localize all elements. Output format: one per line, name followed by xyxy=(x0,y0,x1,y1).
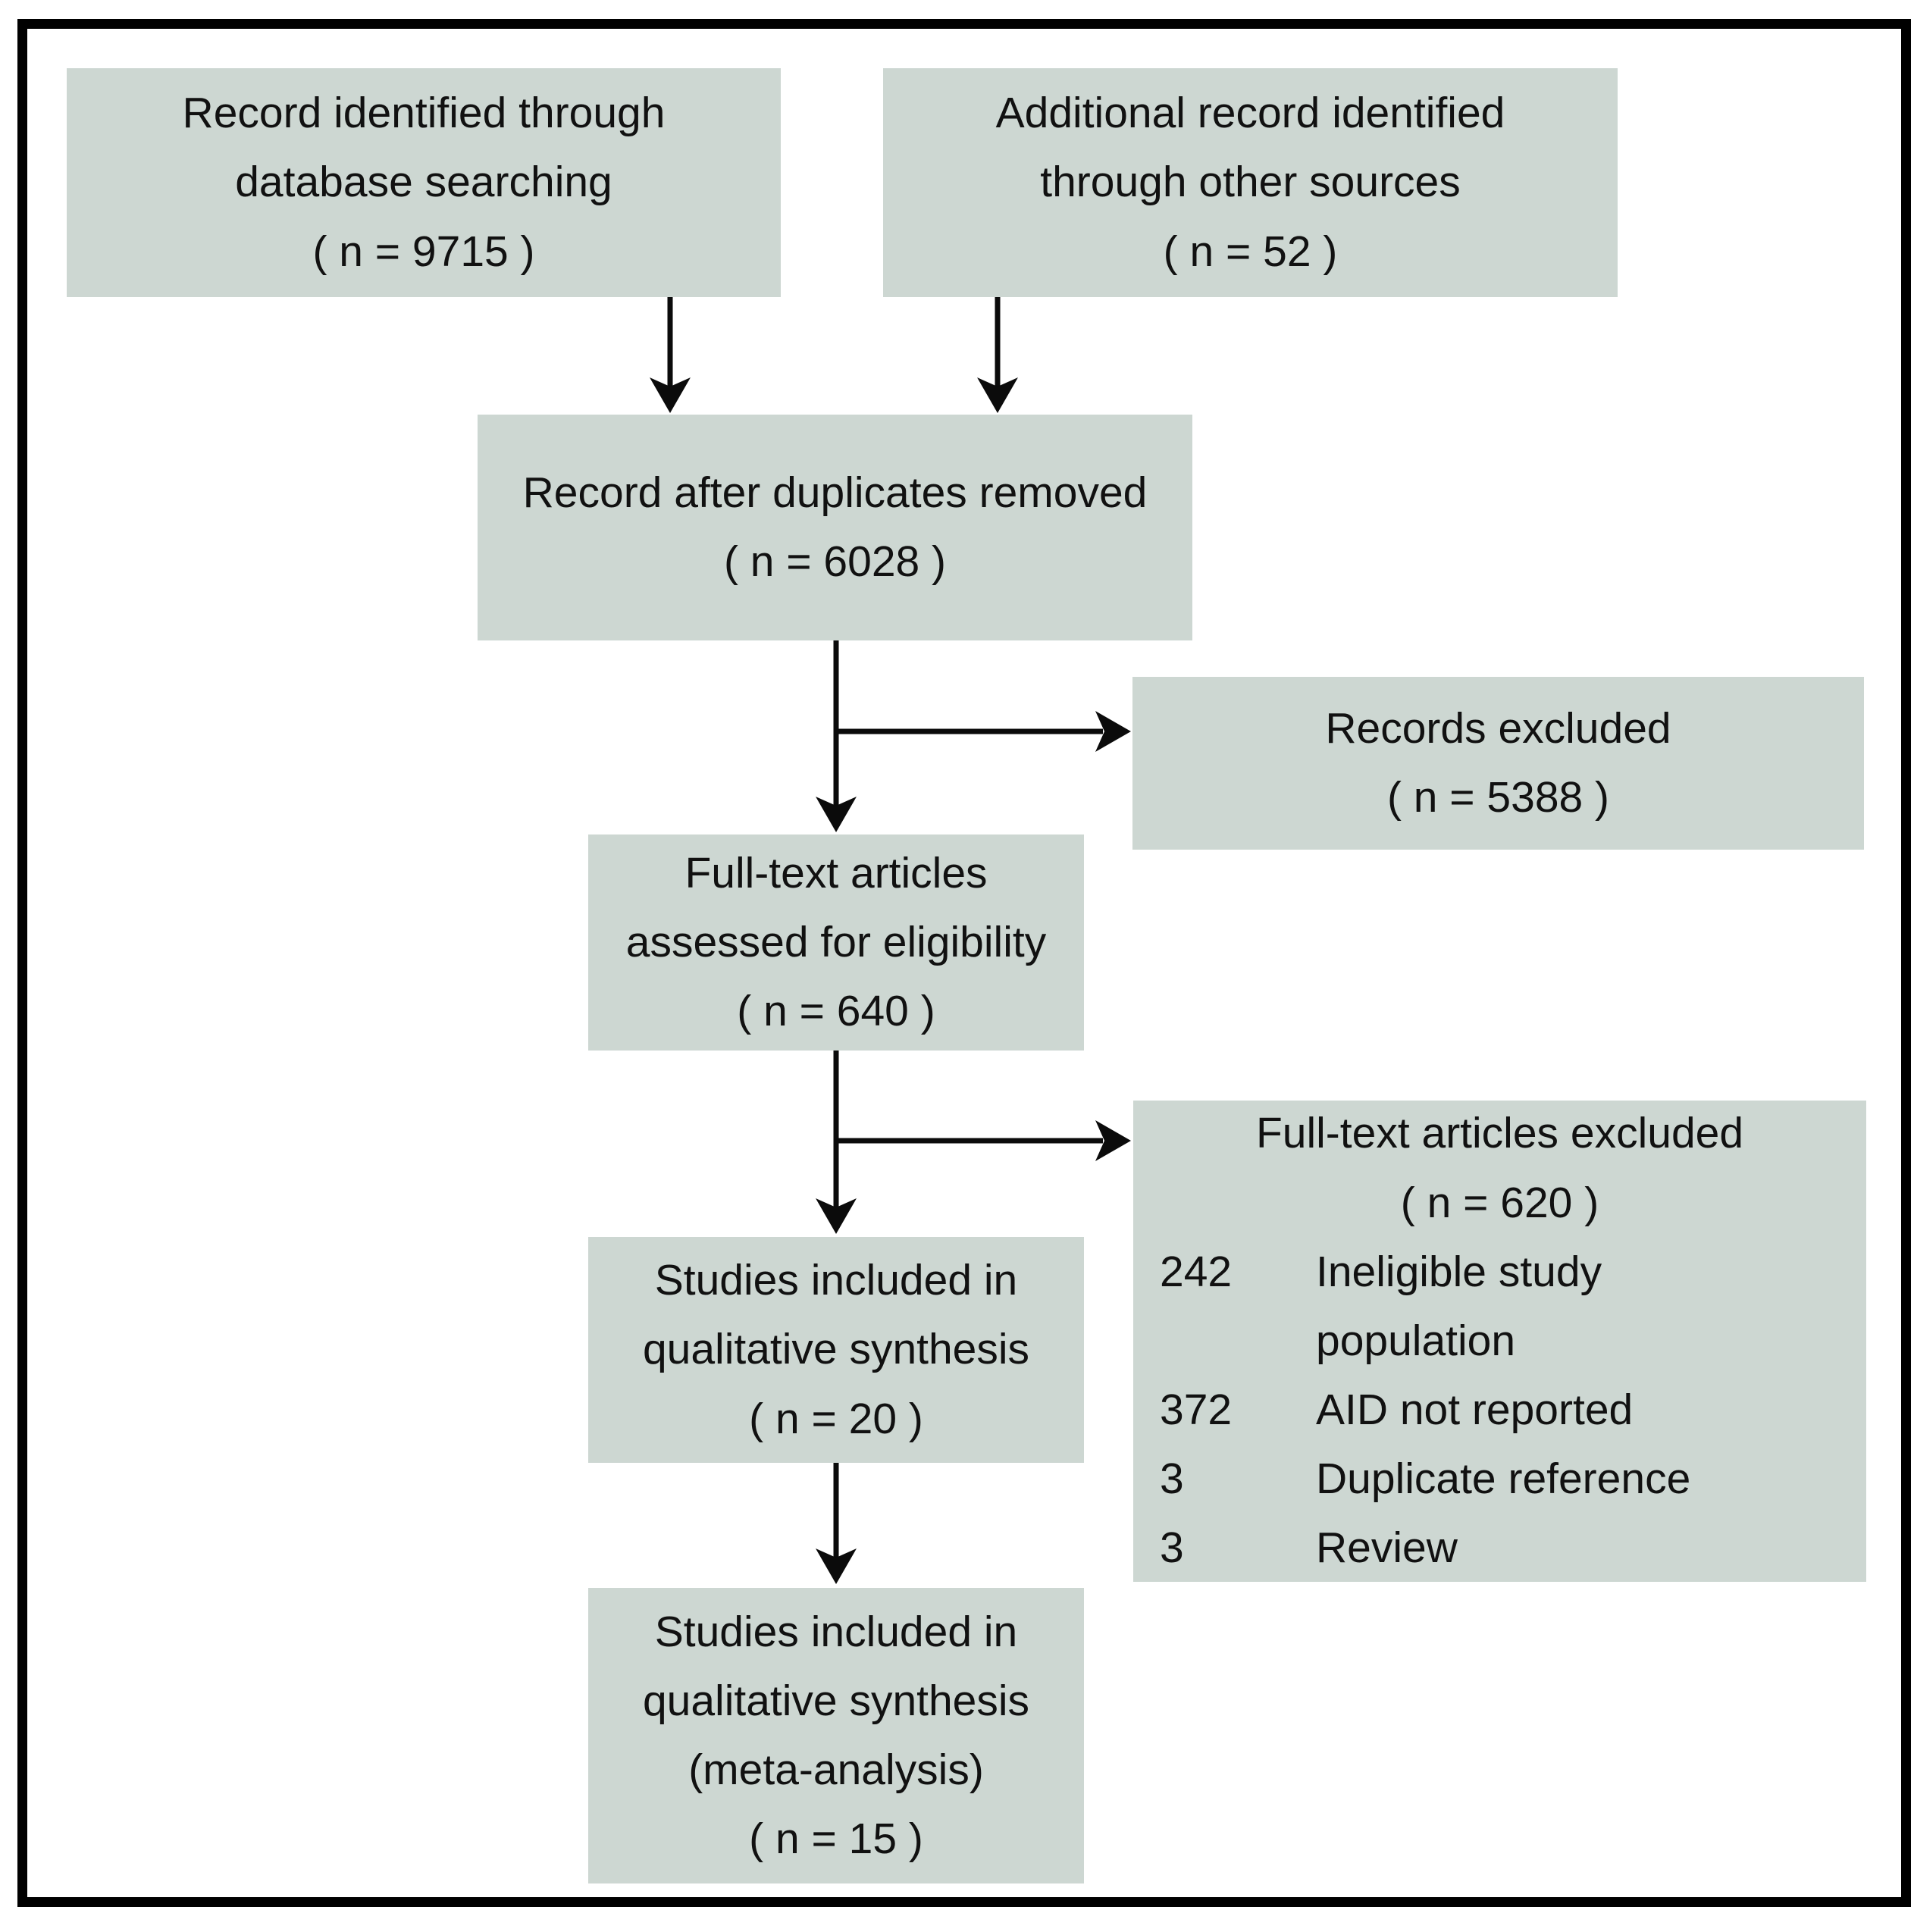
box-text-line: Studies included in xyxy=(654,1256,1018,1305)
box-text-line: Record after duplicates removed xyxy=(522,468,1148,517)
box-fulltext-excluded: Full-text articles excluded ( n = 620 ) … xyxy=(1133,1101,1866,1582)
box-fulltext-assessed: Full-text articles assessed for eligibil… xyxy=(588,834,1084,1051)
reason-count: 372 xyxy=(1160,1386,1233,1435)
exclusion-reason-row: 372 AID not reported xyxy=(1160,1376,1786,1445)
box-text-line: qualitative synthesis xyxy=(642,1676,1030,1725)
figure-border xyxy=(17,19,1911,1907)
box-text-line: Full-text articles xyxy=(684,848,988,897)
box-meta-analysis: Studies included in qualitative synthesi… xyxy=(588,1588,1084,1883)
box-count-line: ( n = 15 ) xyxy=(749,1815,923,1864)
box-text-line: Studies included in xyxy=(654,1607,1018,1656)
reason-count: 3 xyxy=(1160,1523,1184,1573)
box-count-line: ( n = 9715 ) xyxy=(312,227,535,276)
reason-label: Duplicate reference xyxy=(1316,1454,1691,1504)
reason-count: 242 xyxy=(1160,1247,1233,1296)
reason-label: Review xyxy=(1316,1523,1458,1573)
box-text-line: Records excluded xyxy=(1325,703,1671,753)
box-records-excluded: Records excluded ( n = 5388 ) xyxy=(1132,677,1864,850)
box-text-line: assessed for eligibility xyxy=(625,917,1047,966)
box-additional-records-other-sources: Additional record identified through oth… xyxy=(883,68,1618,297)
exclusion-reason-row: 3 Duplicate reference xyxy=(1160,1445,1786,1514)
exclusion-reason-row: 242 Ineligible study population xyxy=(1160,1238,1786,1376)
box-count-line: ( n = 5388 ) xyxy=(1386,773,1610,822)
reason-label: AID not reported xyxy=(1316,1386,1634,1435)
box-records-after-duplicates-removed: Record after duplicates removed ( n = 60… xyxy=(478,415,1192,640)
reason-count: 3 xyxy=(1160,1454,1184,1504)
box-qualitative-synthesis: Studies included in qualitative synthesi… xyxy=(588,1237,1084,1463)
reason-label: Ineligible study population xyxy=(1316,1247,1602,1365)
box-count-line: ( n = 6028 ) xyxy=(723,537,947,586)
box-count-line: ( n = 52 ) xyxy=(1163,227,1338,276)
exclusion-reason-row: 3 Review xyxy=(1160,1514,1786,1583)
box-text-line: through other sources xyxy=(1040,158,1461,207)
box-count-line: ( n = 20 ) xyxy=(749,1394,923,1443)
box-text-line: Additional record identified xyxy=(995,89,1505,138)
box-text-line: database searching xyxy=(235,158,612,207)
box-count-line: ( n = 640 ) xyxy=(737,987,935,1036)
box-count-line: ( n = 620 ) xyxy=(1400,1178,1599,1227)
box-text-line: (meta-analysis) xyxy=(688,1746,984,1794)
box-records-identified-database: Record identified through database searc… xyxy=(67,68,781,297)
box-text-line: Record identified through xyxy=(182,89,666,138)
exclusion-reasons-list: 242 Ineligible study population 372 AID … xyxy=(1133,1238,1866,1583)
box-text-line: qualitative synthesis xyxy=(642,1325,1030,1374)
box-text-line: Full-text articles excluded xyxy=(1255,1109,1744,1158)
